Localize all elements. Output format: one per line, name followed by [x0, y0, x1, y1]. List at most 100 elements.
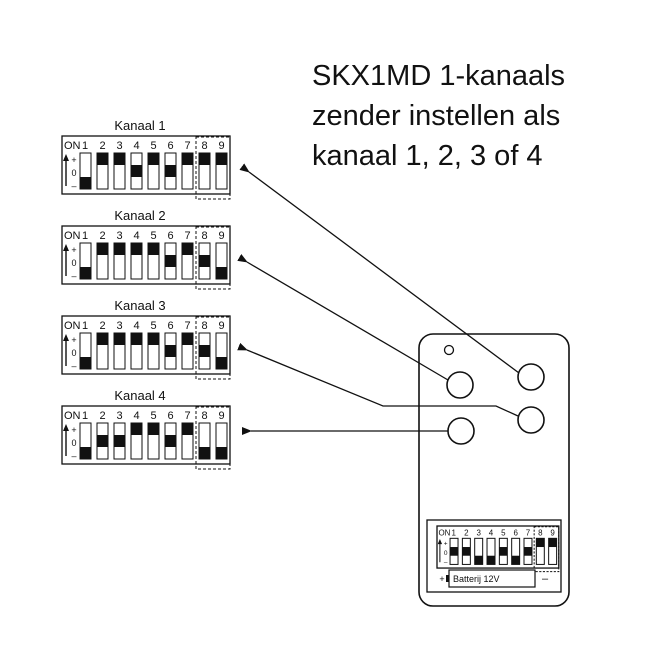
- channel-3-number-6: 6: [167, 320, 173, 332]
- channel-2-number-8: 8: [201, 230, 207, 242]
- channel-4-zero-label: 0: [71, 438, 76, 448]
- remote-switch-6-lever: [511, 555, 520, 565]
- channel-2-switch-8-lever: [199, 255, 210, 267]
- remote-number-1: 1: [452, 528, 457, 537]
- channel-1-group-8-9-frame: [195, 136, 231, 200]
- channel-4-minus-label: –: [71, 451, 76, 461]
- remote-number-2: 2: [464, 528, 469, 537]
- remote-plus-label: +: [444, 541, 448, 548]
- channel-2-label: Kanaal 2: [114, 208, 165, 223]
- channel-1-label: Kanaal 1: [114, 118, 165, 133]
- channel-2-on-label: ON: [64, 230, 81, 242]
- button-top-right: [517, 363, 545, 391]
- channel-4-switch-5-lever: [148, 423, 159, 435]
- channel-3-number-1: 1: [82, 320, 88, 332]
- channel-2-zero-label: 0: [71, 258, 76, 268]
- remote-number-7: 7: [526, 528, 531, 537]
- channel-4-switch-9-lever: [216, 447, 227, 459]
- channel-1-plus-label: +: [71, 155, 76, 165]
- channel-3-minus-label: –: [71, 361, 76, 371]
- channel-4-switch-7-lever: [182, 423, 193, 435]
- remote-on-label: ON: [438, 528, 450, 537]
- channel-1-switch-1-lever: [80, 177, 91, 189]
- channel-3-switch-7-lever: [182, 333, 193, 345]
- channel-4-switch-4-lever: [131, 423, 142, 435]
- channel-1-number-3: 3: [116, 140, 122, 152]
- remote-switch-8-lever: [536, 538, 545, 548]
- channel-4-number-6: 6: [167, 410, 173, 422]
- led-icon: [443, 344, 455, 356]
- channel-1-switch-8-lever: [199, 153, 210, 165]
- channel-3-number-8: 8: [201, 320, 207, 332]
- channel-2-number-3: 3: [116, 230, 122, 242]
- channel-4-number-1: 1: [82, 410, 88, 422]
- arrow-to-channel-1: [239, 163, 520, 374]
- battery-minus-label: –: [542, 573, 549, 585]
- remote-switch-1-lever: [450, 547, 459, 556]
- channel-3-switch-3-lever: [114, 333, 125, 345]
- channel-4-on-label: ON: [64, 410, 81, 422]
- channel-1-number-2: 2: [99, 140, 105, 152]
- channel-3-switch-8-lever: [199, 345, 210, 357]
- channel-2-number-5: 5: [150, 230, 156, 242]
- channel-2-switch-3-lever: [114, 243, 125, 255]
- channel-4-number-9: 9: [218, 410, 224, 422]
- channel-1-minus-label: –: [71, 181, 76, 191]
- remote-number-5: 5: [501, 528, 506, 537]
- title-line-2: zender instellen als: [312, 100, 561, 132]
- channel-2-switch-6-lever: [165, 255, 176, 267]
- channel-3-label: Kanaal 3: [114, 298, 165, 313]
- remote-minus-label: –: [444, 559, 448, 566]
- channel-4-number-4: 4: [133, 410, 139, 422]
- channel-4-number-3: 3: [116, 410, 122, 422]
- remote-switch-5-lever: [499, 547, 508, 556]
- channel-4-switch-3-lever: [114, 435, 125, 447]
- channel-1-on-label: ON: [64, 140, 81, 152]
- channel-1-number-9: 9: [218, 140, 224, 152]
- remote-number-3: 3: [476, 528, 481, 537]
- channel-1-switch-9-lever: [216, 153, 227, 165]
- arrow-to-channel-2: [237, 253, 449, 381]
- remote-zero-label: 0: [444, 550, 448, 557]
- arrow-to-channel-3: [237, 342, 519, 417]
- remote-number-8: 8: [538, 528, 543, 537]
- remote-up-arrowhead-icon: [437, 539, 443, 545]
- title-line-3: kanaal 1, 2, 3 of 4: [312, 140, 543, 172]
- channel-4-number-8: 8: [201, 410, 207, 422]
- button-bottom-right: [517, 406, 545, 434]
- remote-switch-9-lever: [548, 538, 557, 548]
- channel-4-switch-6-lever: [165, 435, 176, 447]
- channel-1-switch-7-lever: [182, 153, 193, 165]
- remote-switch-4-lever: [487, 555, 495, 565]
- channel-2-number-1: 1: [82, 230, 88, 242]
- channel-3-number-9: 9: [218, 320, 224, 332]
- channel-3-up-arrowhead-icon: [63, 334, 69, 341]
- button-bottom-left: [447, 417, 475, 445]
- channel-1-number-1: 1: [82, 140, 88, 152]
- channel-3-number-4: 4: [133, 320, 139, 332]
- channel-2-switch-2-lever: [97, 243, 108, 255]
- remote-number-6: 6: [513, 528, 518, 537]
- channel-2-up-arrowhead-icon: [63, 244, 69, 251]
- channel-1-zero-label: 0: [71, 168, 76, 178]
- channel-2-switch-5-lever: [148, 243, 159, 255]
- channel-1-number-8: 8: [201, 140, 207, 152]
- channel-3-plus-label: +: [71, 335, 76, 345]
- channel-1-number-5: 5: [150, 140, 156, 152]
- channel-1-number-4: 4: [133, 140, 139, 152]
- channel-3-switch-9-lever: [216, 357, 227, 369]
- remote-switch-2-lever: [462, 547, 471, 556]
- channel-1-switch-2-lever: [97, 153, 108, 165]
- remote-group-8-9-frame: [533, 526, 560, 573]
- channel-3-switch-2-lever: [97, 333, 108, 345]
- channel-2-number-9: 9: [218, 230, 224, 242]
- channel-4-number-2: 2: [99, 410, 105, 422]
- channel-1-switch-5-lever: [148, 153, 159, 165]
